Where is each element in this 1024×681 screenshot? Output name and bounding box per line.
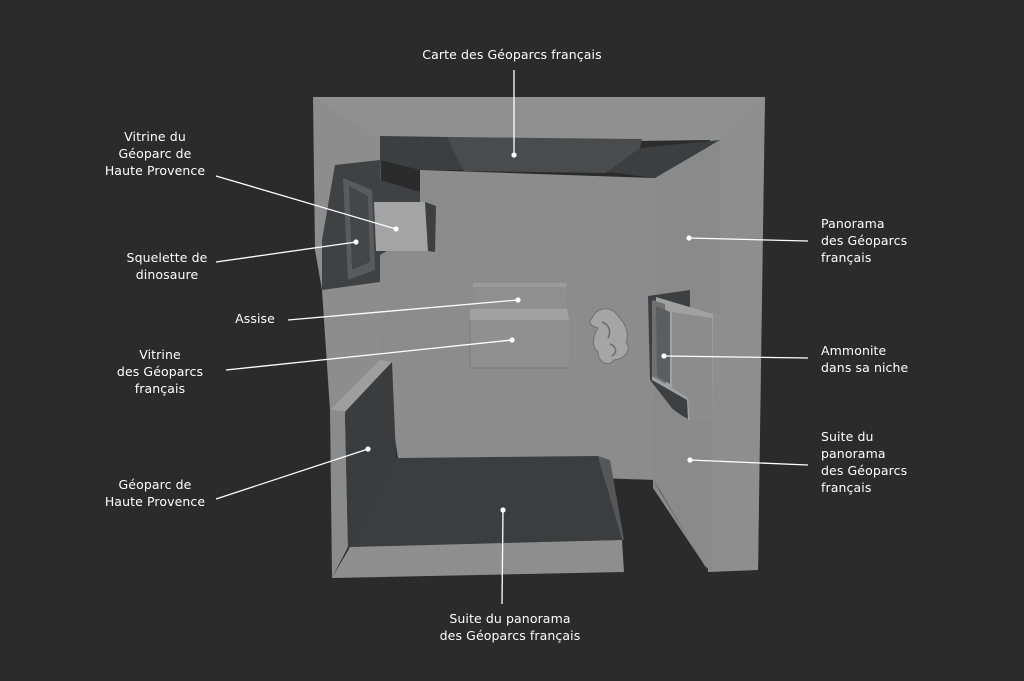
niche-glass [656,306,670,384]
leader-suite-bas-line [501,509,504,605]
leader-assise-dot [515,297,521,303]
vitrine-case-top [470,309,569,320]
label-panorama-geoparcs: Panorama des Géoparcs français [821,216,908,265]
vitrine-case-edge [469,320,569,369]
label-ammonite-niche: Ammonite dans sa niche [821,343,909,375]
map-panel [448,137,642,173]
label-squelette-dinosaure: Squelette de dinosaure [126,250,208,282]
leader-squelette-dot [353,239,359,245]
vitrine-case-front [470,320,569,368]
label-carte-geoparcs: Carte des Géoparcs français [422,47,602,62]
floor-panel [350,456,622,547]
left-lower-wall-top [330,360,392,412]
left-lower-wall-side [330,410,348,578]
leader-panorama-dot [686,235,692,241]
floor-front-edge [332,540,624,578]
label-assise: Assise [235,311,275,326]
right-wall-inner [712,97,765,570]
leader-suite-droite-line [689,459,809,466]
label-vitrine-haute-provence: Vitrine du Géoparc de Haute Provence [104,129,206,178]
leader-vitrine-fr-line [225,339,513,371]
leader-ammonite-dot [661,353,667,359]
leader-vitrine-hp-line [215,175,397,230]
vitrine-cube-front [374,202,428,251]
left-lower-wall-dark [345,362,396,547]
label-suite-panorama-droite: Suite du panorama des Géoparcs français [821,429,908,495]
floor-edge-shadow [598,456,624,540]
leader-squelette-line [215,241,357,263]
leader-geoparc-hp-line [215,448,369,500]
bench-edge [473,283,567,287]
fossil-detail [601,321,617,357]
vitrine-cube-side [425,202,436,252]
leader-suite-droite-dot [687,457,693,463]
label-suite-panorama-bas: Suite du panorama des Géoparcs français [439,611,581,643]
leader-geoparc-hp-dot [365,446,371,452]
label-geoparc-haute-provence: Géoparc de Haute Provence [104,477,206,509]
leader-suite-bas-dot [500,507,506,513]
leader-vitrine-hp-dot [393,226,399,232]
leader-carte-dot [511,152,517,158]
right-lower-block [653,395,712,572]
label-vitrine-geoparcs: Vitrine des Géoparcs français [116,347,204,396]
left-vitrine-glass [349,186,370,270]
leader-assise-line [287,299,519,321]
leader-panorama-line [688,237,809,242]
niche-wall [672,312,712,422]
leader-vitrine-fr-dot [509,337,515,343]
leader-ammonite-line [663,355,809,359]
